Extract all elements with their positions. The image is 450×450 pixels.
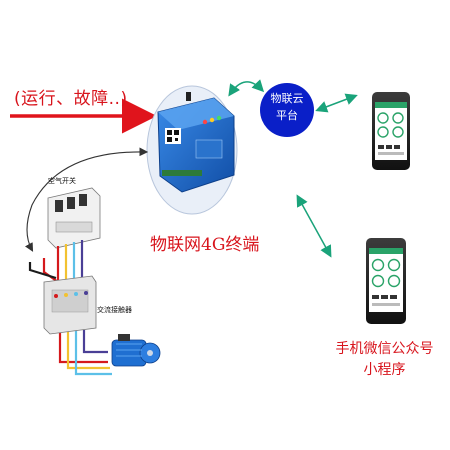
air-switch-label: 空气开关: [48, 177, 76, 185]
air-switch-icon: [47, 187, 101, 249]
cloud-label-line1: 物联云: [270, 92, 304, 105]
cloud-platform-node: [260, 83, 314, 137]
phone-caption-line1: 手机微信公众号: [335, 341, 434, 357]
contactor-label: 交流接触器: [97, 306, 132, 314]
motor-icon: [111, 334, 161, 367]
cloud-phone-top-arrow: [315, 93, 358, 113]
terminal-caption: 物联网4G终端: [150, 235, 260, 255]
cloud-label-line2: 平台: [276, 109, 298, 122]
contactor-icon: [43, 275, 97, 335]
status-signal-label: (运行、故障..): [14, 89, 128, 109]
cloud-phone-bottom-arrow: [296, 194, 332, 258]
smartphone-icon: [372, 92, 410, 170]
4g-terminal-icon: [146, 85, 238, 215]
cloud-platform-label: 物联云 平台: [262, 90, 312, 124]
phone-caption: 手机微信公众号 小程序: [322, 339, 447, 381]
smartphone-icon: [366, 238, 406, 324]
phone-caption-line2: 小程序: [363, 362, 406, 378]
terminal-wiring-arrow: [24, 147, 149, 252]
terminal-cloud-arrow: [228, 79, 265, 97]
